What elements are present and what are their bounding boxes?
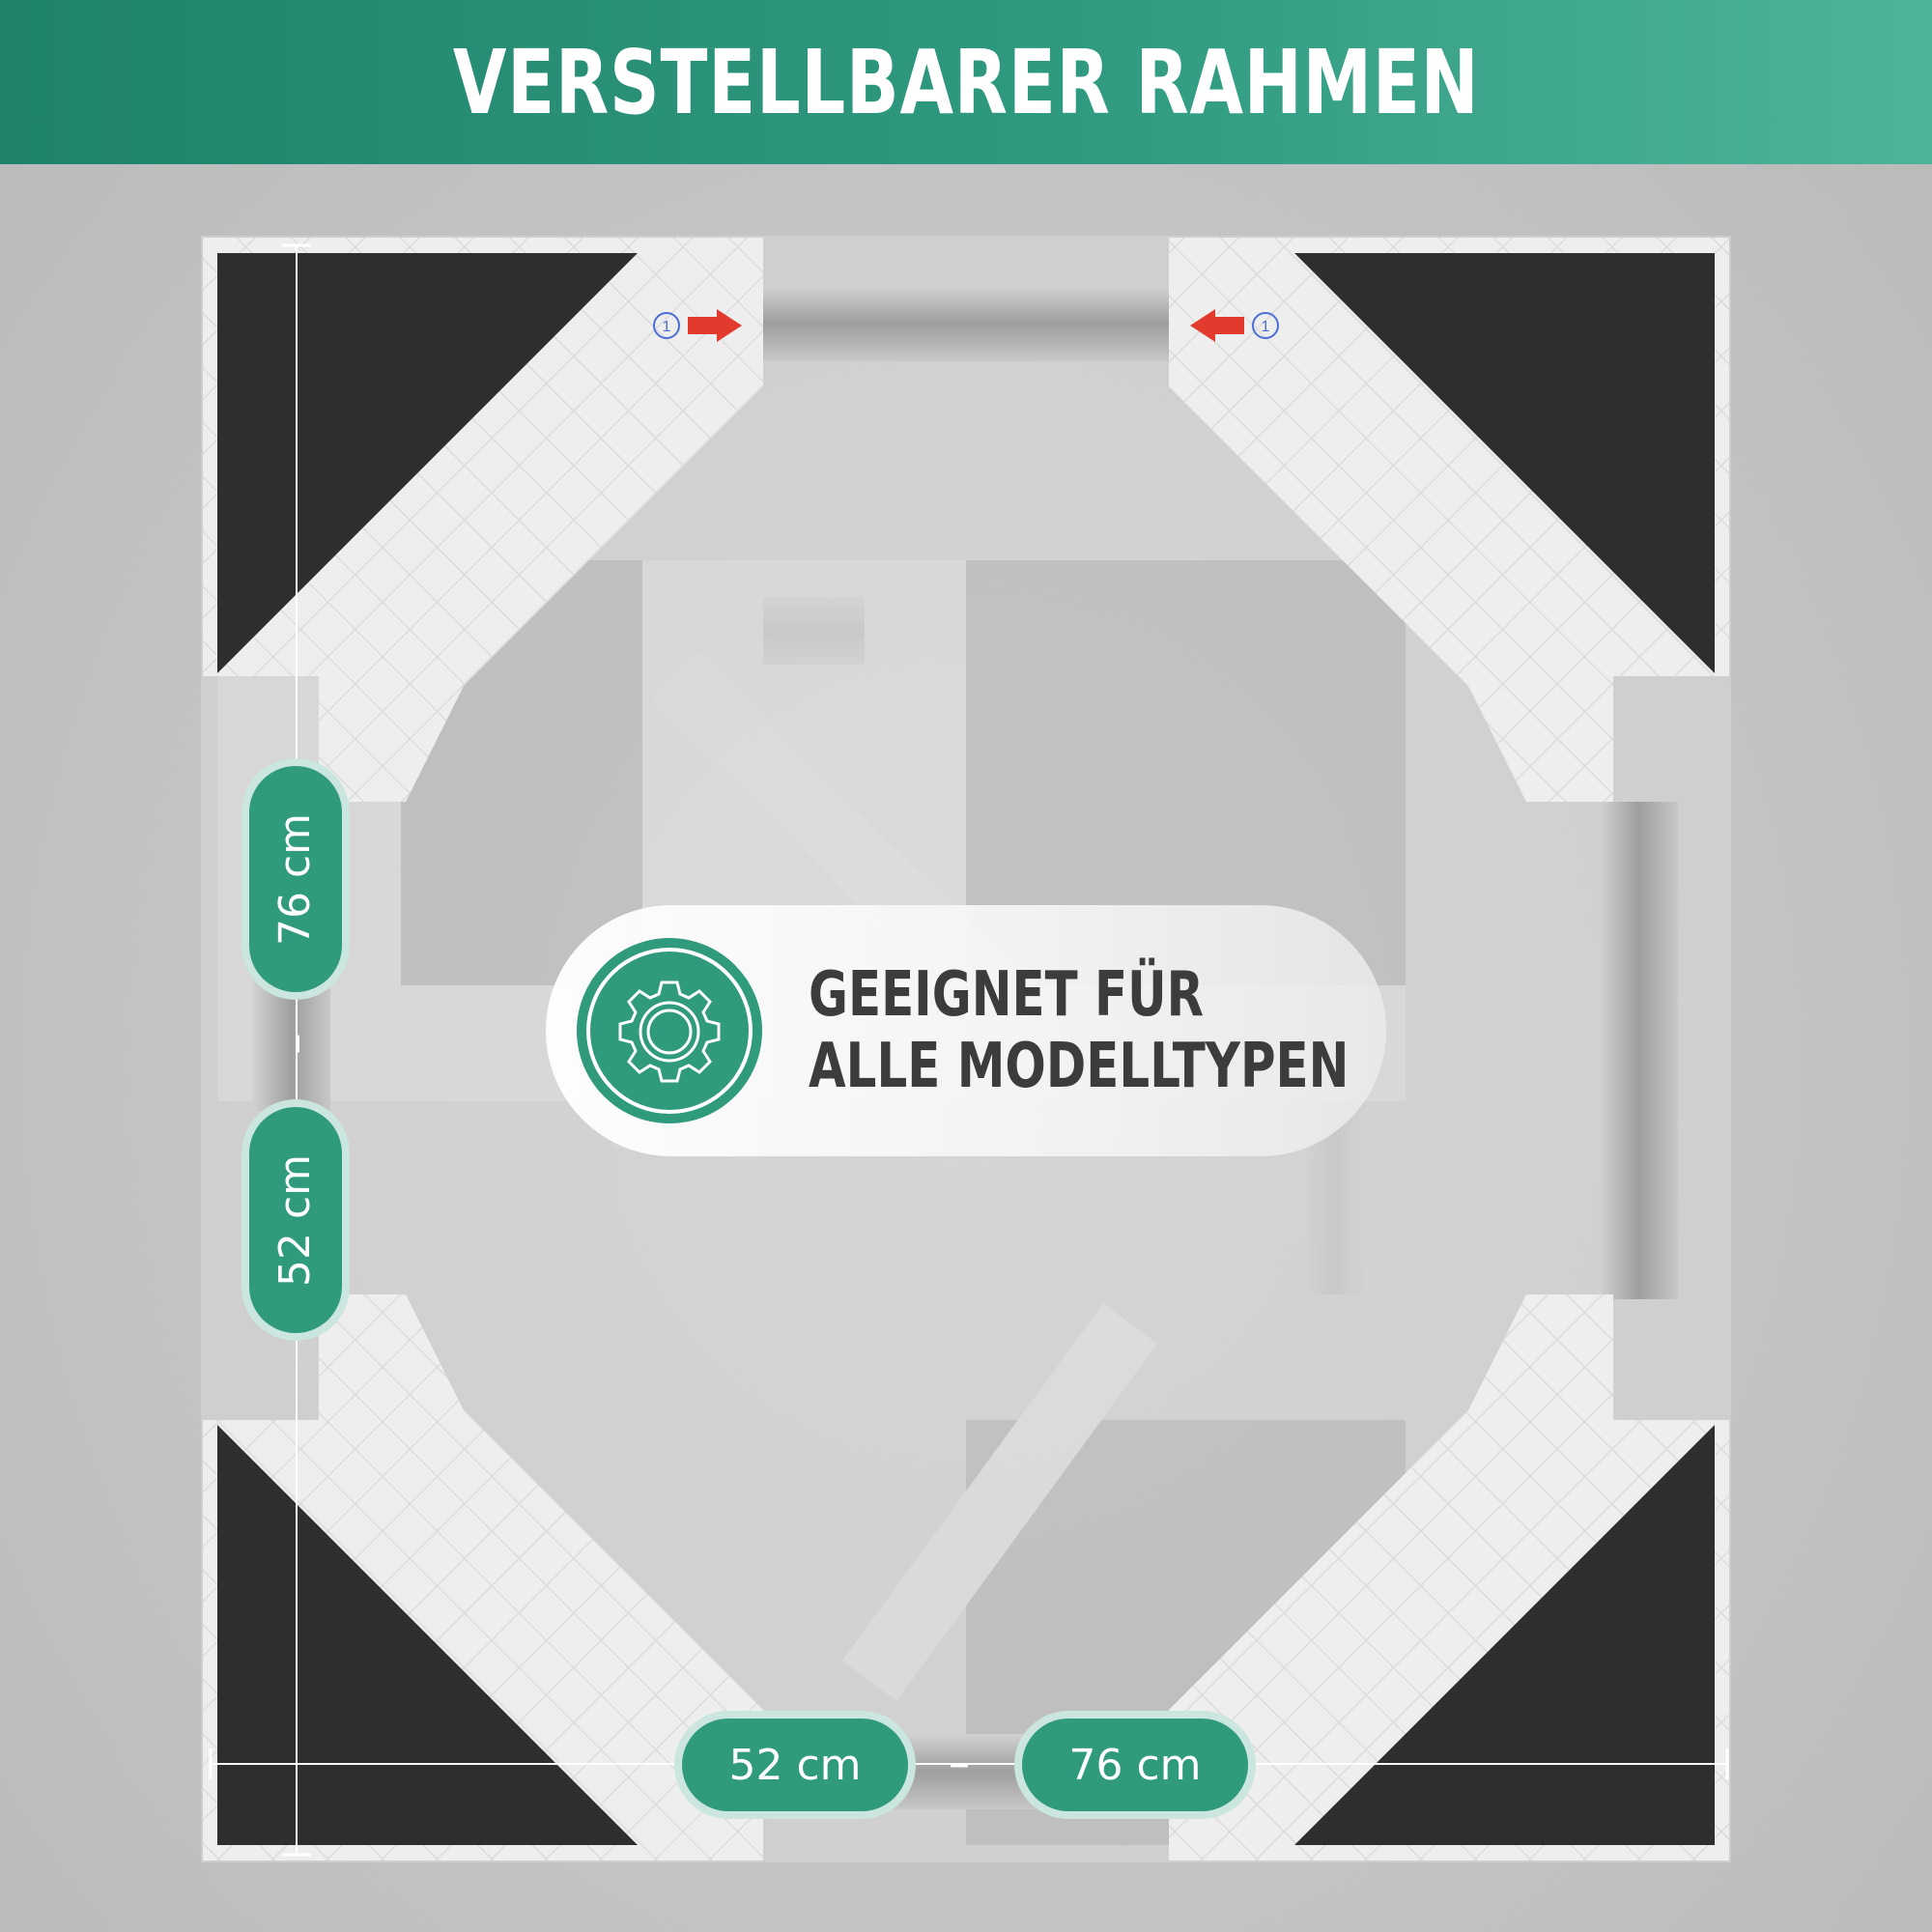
width-range-separator: – — [949, 1739, 970, 1788]
arrow-left-icon — [1190, 309, 1279, 342]
corner-bracket-bottom-left — [203, 1294, 763, 1861]
corner-number-marker: 1 — [663, 319, 671, 335]
top-rail — [763, 286, 1169, 361]
corner-bracket-top-left — [203, 238, 763, 802]
corner-bracket-bottom-right — [1169, 1294, 1729, 1861]
header-title: VERSTELLBARER RAHMEN — [452, 30, 1480, 134]
suitability-badge: GEEIGNET FÜR ALLE MODELLTYPEN — [546, 905, 1386, 1156]
badge-headline: GEEIGNET FÜR — [809, 959, 1205, 1031]
height-max-pill: 76 cm — [242, 758, 350, 1000]
badge-subline: ALLE MODELLTYPEN — [809, 1031, 1350, 1102]
width-max-pill: 76 cm — [1014, 1711, 1256, 1819]
width-min-pill: 52 cm — [674, 1711, 916, 1819]
corner-number-marker: 1 — [1262, 319, 1270, 335]
arrow-right-icon — [653, 309, 742, 342]
corner-bracket-top-right — [1169, 238, 1729, 802]
right-rail — [1599, 802, 1678, 1299]
gear-icon — [577, 938, 762, 1123]
height-range-separator: – — [270, 1033, 321, 1055]
height-min-pill: 52 cm — [242, 1099, 350, 1341]
header-banner: VERSTELLBARER RAHMEN — [0, 0, 1932, 164]
